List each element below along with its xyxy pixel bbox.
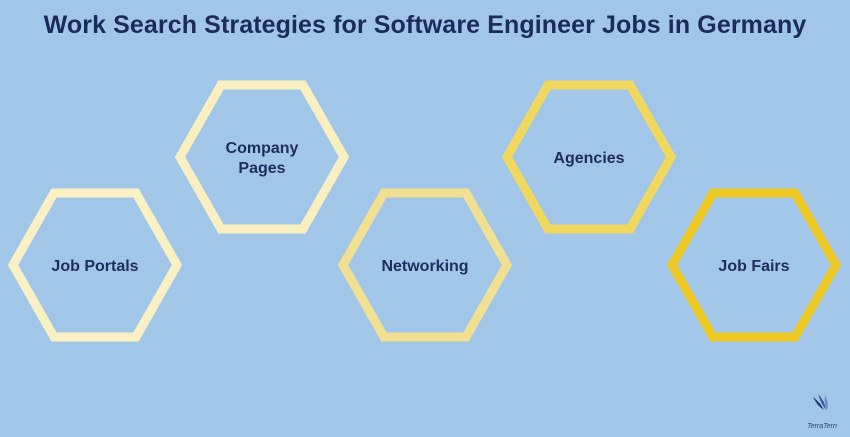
hexagon-job-fairs xyxy=(666,188,842,342)
step-networking: Networking xyxy=(337,188,513,342)
step-job-fairs: Job Fairs xyxy=(666,188,842,342)
hexagon-job-portals xyxy=(7,188,183,342)
hexagon-agencies xyxy=(501,80,677,234)
label-line-company-pages-2: Pages xyxy=(238,160,285,177)
label-line-agencies-1: Agencies xyxy=(553,150,624,167)
label-networking: Networking xyxy=(381,258,468,275)
step-agencies: Agencies xyxy=(501,80,677,234)
label-job-portals: Job Portals xyxy=(51,258,138,275)
diagram-title: Work Search Strategies for Software Engi… xyxy=(43,11,807,39)
label-line-company-pages-1: Company xyxy=(226,140,299,157)
logo-icon xyxy=(813,394,828,410)
hexagon-company-pages xyxy=(174,80,350,234)
label-line-job-portals-1: Job Portals xyxy=(51,258,138,275)
label-agencies: Agencies xyxy=(553,150,624,167)
label-line-job-fairs-1: Job Fairs xyxy=(718,258,789,275)
logo-text: TerraTern xyxy=(807,423,837,430)
step-job-portals: Job Portals xyxy=(7,188,183,342)
label-line-networking-1: Networking xyxy=(381,258,468,275)
hexagon-networking xyxy=(337,188,513,342)
label-job-fairs: Job Fairs xyxy=(718,258,789,275)
logo: TerraTern xyxy=(807,394,837,430)
